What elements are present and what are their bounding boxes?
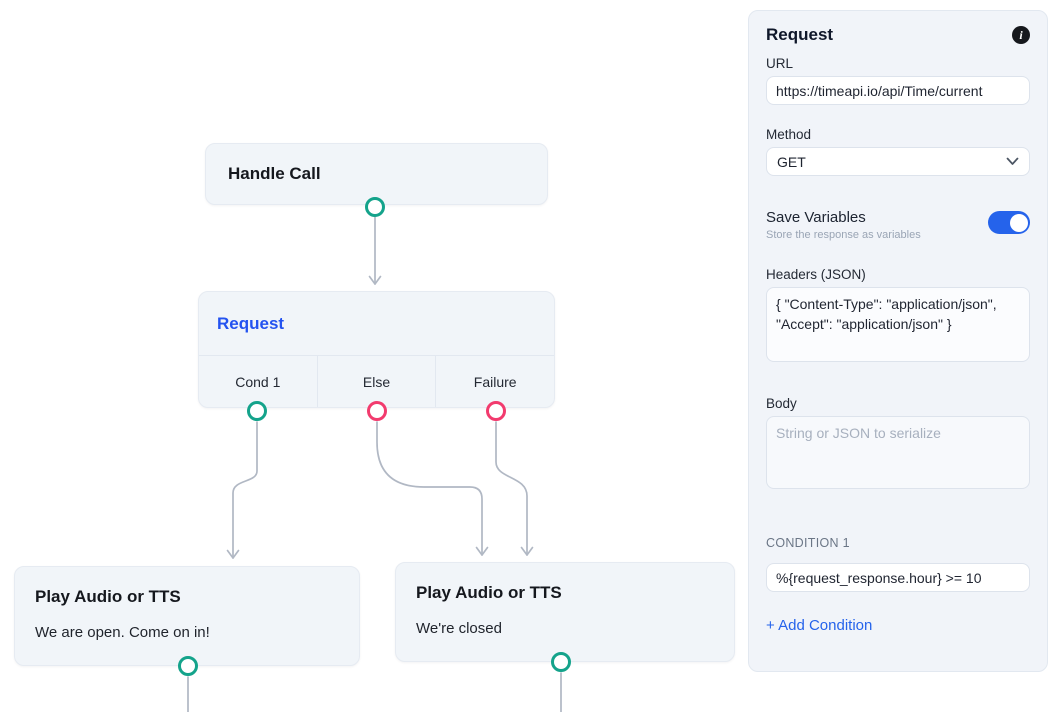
node-play-audio-closed-text: We're closed [416,620,502,637]
output-else[interactable]: Else [316,356,436,407]
save-variables-text: Save Variables Store the response as var… [766,209,921,241]
node-play-audio-open-text: We are open. Come on in! [35,624,210,641]
output-failure[interactable]: Failure [435,356,554,407]
node-play-audio-closed[interactable]: Play Audio or TTS We're closed [395,562,735,662]
method-select[interactable]: GET [766,147,1030,176]
port-play-open-out[interactable] [178,656,198,676]
panel-header: Request i [766,25,1030,45]
port-failure-out[interactable] [486,401,506,421]
request-config-panel: Request i URL Method GET Save Variables … [748,10,1048,672]
url-input[interactable] [766,76,1030,105]
info-icon[interactable]: i [1012,26,1030,44]
save-variables-row: Save Variables Store the response as var… [766,209,1030,241]
node-handle-call[interactable]: Handle Call [205,143,548,205]
condition-1-input[interactable] [766,563,1030,592]
node-request[interactable]: Request Cond 1 Else Failure [198,291,555,408]
body-textarea[interactable] [766,416,1030,489]
node-play-audio-open-title: Play Audio or TTS [35,587,181,606]
body-label: Body [766,396,797,411]
headers-label: Headers (JSON) [766,267,866,282]
node-request-outputs: Cond 1 Else Failure [199,356,554,407]
port-cond-1-out[interactable] [247,401,267,421]
node-request-title: Request [217,313,285,333]
flow-canvas[interactable]: Handle Call Request Cond 1 Else Failure … [0,0,750,712]
save-variables-toggle[interactable] [988,211,1030,234]
method-select-value: GET [777,153,806,170]
node-request-header: Request [199,292,554,356]
save-variables-label: Save Variables [766,209,866,226]
chevron-down-icon [1006,157,1019,165]
node-play-audio-closed-title: Play Audio or TTS [416,583,562,602]
output-cond-1[interactable]: Cond 1 [235,373,281,390]
node-play-audio-open[interactable]: Play Audio or TTS We are open. Come on i… [14,566,360,666]
toggle-knob [1009,213,1028,232]
port-handle-call-out[interactable] [365,197,385,217]
port-else-out[interactable] [367,401,387,421]
panel-title: Request [766,25,834,44]
add-condition-link[interactable]: + Add Condition [766,617,873,634]
method-label: Method [766,127,812,142]
headers-textarea[interactable]: { "Content-Type": "application/json", "A… [766,287,1030,362]
port-play-closed-out[interactable] [551,652,571,672]
url-label: URL [766,56,794,71]
node-handle-call-title: Handle Call [228,164,321,183]
condition-1-label: CONDITION 1 [766,536,850,550]
save-variables-subtitle: Store the response as variables [766,229,921,241]
